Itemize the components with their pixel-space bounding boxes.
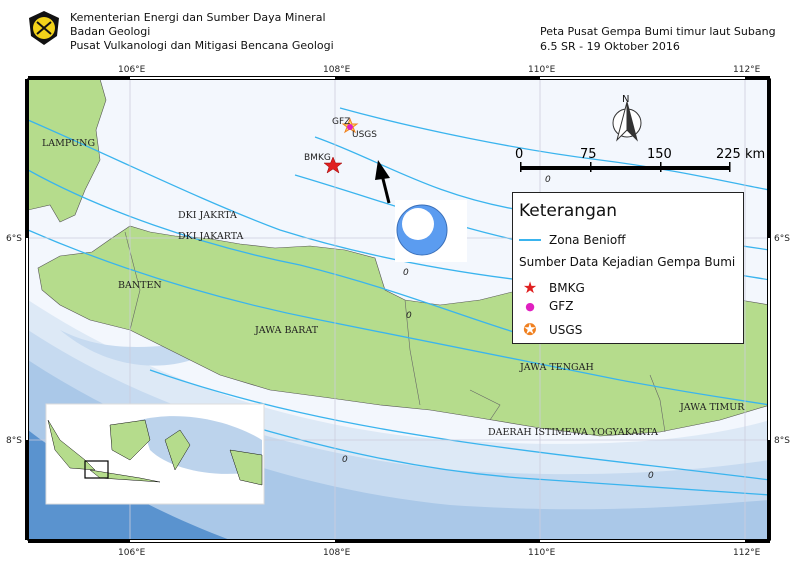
border-diy (469, 389, 501, 421)
lat-tick: 6°S (774, 234, 790, 244)
lon-tick: 106°E (118, 65, 146, 75)
lon-tick: 106°E (118, 548, 146, 558)
region-label: DAERAH ISTIMEWA YOGYAKARTA (488, 427, 658, 438)
region-label: LAMPUNG (42, 138, 95, 149)
lon-tick: 112°E (733, 65, 761, 75)
border-jabar-jateng (404, 299, 421, 406)
direction-arrow-icon (375, 160, 391, 204)
inset-extent-box (84, 460, 109, 479)
focal-mechanism-icon (395, 200, 467, 262)
lon-tick: 110°E (528, 548, 556, 558)
lon-tick: 110°E (528, 65, 556, 75)
land-sumatra (28, 79, 107, 223)
org-line: Badan Geologi (70, 25, 151, 38)
svg-text:225 km: 225 km (716, 147, 765, 162)
svg-text:N: N (622, 94, 629, 105)
bmkg-label: BMKG (304, 153, 331, 163)
legend-item-label: Zona Benioff (549, 233, 626, 247)
scale-bar: 0 75 150 225 km (515, 147, 765, 172)
organization-block: Kementerian Energi dan Sumber Daya Miner… (70, 11, 334, 53)
contour-label: 0 (648, 471, 654, 481)
esdm-logo (29, 11, 59, 45)
border-jateng-jatim (649, 374, 666, 433)
svg-text:75: 75 (580, 147, 597, 162)
svg-text:0: 0 (515, 147, 523, 162)
frame-ticks (25, 76, 771, 543)
usgs-star-icon: ✪ (523, 320, 537, 339)
legend: Keterangan Zona Benioff Sumber Data Keja… (512, 192, 744, 344)
region-label: JAWA TENGAH (519, 362, 594, 373)
lat-tick: 8°S (6, 436, 22, 446)
region-label: JAWA TIMUR (679, 402, 745, 413)
contour-label: 0 (342, 455, 348, 465)
region-label: JAWA BARAT (254, 325, 319, 336)
lon-tick: 108°E (323, 548, 351, 558)
title-line: 6.5 SR - 19 Oktober 2016 (540, 40, 680, 53)
legend-item-label: USGS (549, 322, 583, 337)
svg-text:150: 150 (647, 147, 672, 162)
lon-tick: 112°E (733, 548, 761, 558)
lon-tick: 108°E (323, 65, 351, 75)
lat-tick: 8°S (774, 436, 790, 446)
lat-tick: 6°S (6, 234, 22, 244)
inset-map-indonesia (45, 403, 265, 505)
org-line: Kementerian Energi dan Sumber Daya Miner… (70, 11, 326, 24)
gfz-label: GFZ (332, 117, 350, 127)
org-line: Pusat Vulkanologi dan Mitigasi Bencana G… (70, 39, 334, 52)
bathymetry-trench (28, 430, 230, 540)
usgs-label: USGS (352, 130, 377, 140)
legend-subtitle: Sumber Data Kejadian Gempa Bumi (519, 255, 736, 269)
north-arrow-icon: N (612, 94, 642, 142)
gfz-dot-icon[interactable] (347, 124, 353, 130)
map-title: Peta Pusat Gempa Bumi timur laut Subang … (540, 24, 776, 54)
benioff-line-icon (519, 239, 541, 241)
bathymetry-patch (60, 330, 220, 366)
title-line: Peta Pusat Gempa Bumi timur laut Subang (540, 25, 776, 38)
bmkg-star-icon: ★ (522, 278, 538, 297)
legend-item-label: GFZ (549, 299, 574, 313)
legend-item-label: BMKG (549, 280, 585, 295)
legend-title: Keterangan (519, 201, 618, 221)
region-label: DKI JAKARTA (178, 231, 244, 242)
contour-label: 0 (403, 268, 409, 278)
bmkg-star-icon[interactable] (323, 156, 343, 174)
region-label: BANTEN (118, 280, 162, 291)
contour-label: 0 (545, 175, 551, 185)
gfz-dot-icon: ● (525, 299, 535, 313)
contour-label: 0 (406, 311, 412, 321)
region-label: DKI JAKRTA (178, 210, 237, 221)
